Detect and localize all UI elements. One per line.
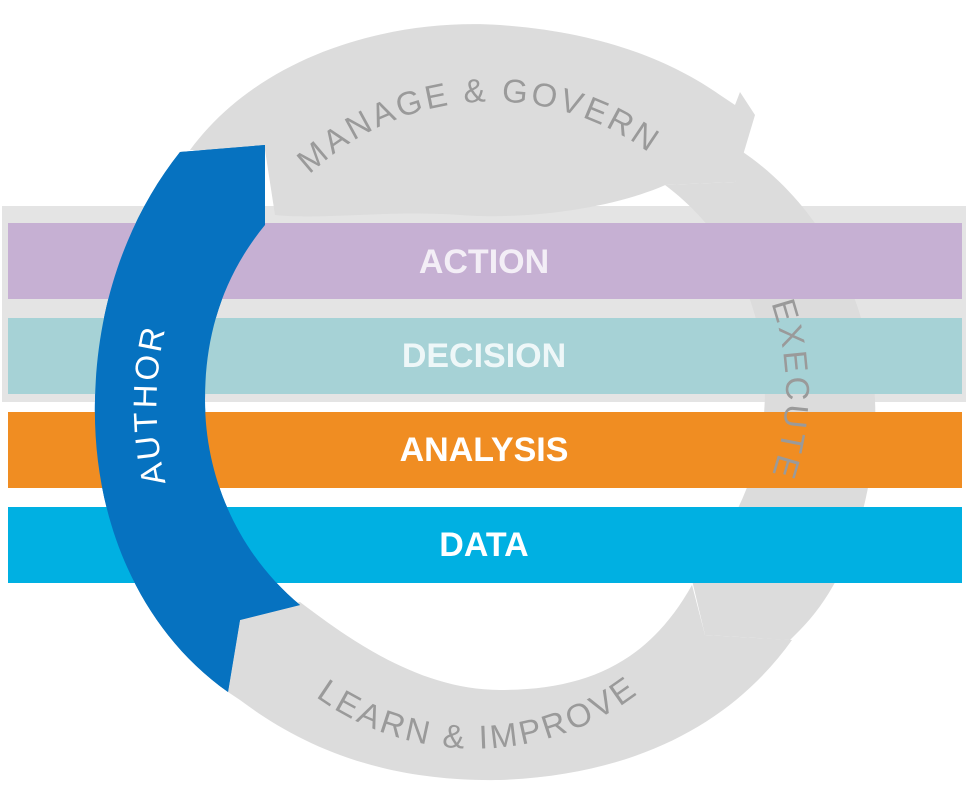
learn-improve-arrow [228,585,792,781]
action-label: ACTION [419,243,549,281]
analysis-label: ANALYSIS [400,431,569,469]
manage-govern-arrow [190,24,755,217]
author-arrow-overlap [94,145,300,692]
decision-label: DECISION [402,337,566,375]
data-label: DATA [439,526,528,564]
